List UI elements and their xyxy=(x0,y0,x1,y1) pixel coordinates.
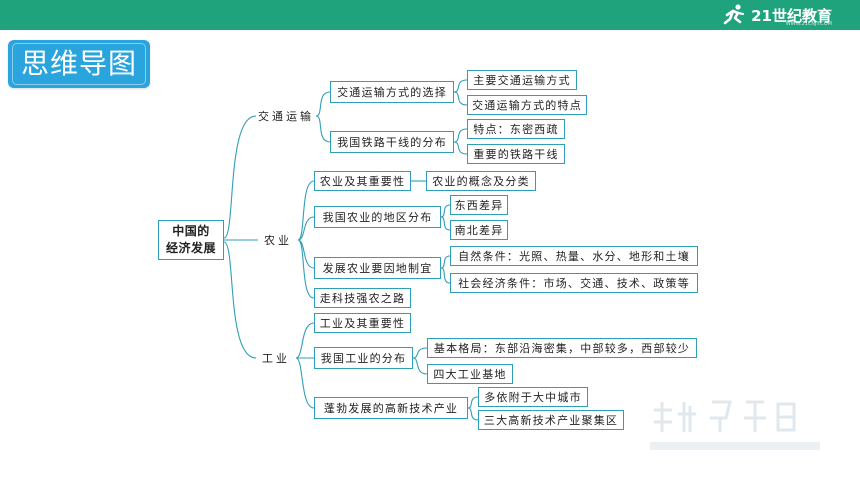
link-transport-bracket xyxy=(315,91,331,143)
node-railway-feature: 特点：东密西疏 xyxy=(467,119,565,139)
link-root-industry xyxy=(223,241,257,359)
node-agri-east-west: 东西差异 xyxy=(450,195,508,215)
node-ind-clusters: 三大高新技术产业聚集区 xyxy=(478,410,624,430)
node-agri-local: 发展农业要因地制宜 xyxy=(314,257,441,279)
node-mode-main: 主要交通运输方式 xyxy=(467,70,577,90)
node-agri-north-south: 南北差异 xyxy=(450,220,508,240)
link-agriculture-bracket xyxy=(297,180,315,299)
link-modechoice-bracket xyxy=(453,79,468,106)
node-railway-main: 重要的铁路干线 xyxy=(467,144,565,164)
node-agri-regions: 我国农业的地区分布 xyxy=(314,206,441,228)
node-agri-concept: 农业的概念及分类 xyxy=(426,171,536,191)
branch-industry: 工业 xyxy=(262,352,290,365)
link-industry-bracket xyxy=(295,322,315,409)
node-ind-pattern: 基本格局：东部沿海密集，中部较多，西部较少 xyxy=(427,338,697,358)
root-line2: 经济发展 xyxy=(165,241,216,255)
node-railway: 我国铁路干线的分布 xyxy=(330,131,454,153)
header-bar: 21世纪教育 WWW.21CNJY.COM xyxy=(0,0,860,30)
link-root-transport xyxy=(223,115,257,239)
branch-agriculture: 农业 xyxy=(264,234,292,247)
node-ind-four-bases: 四大工业基地 xyxy=(427,364,513,384)
link-hightech-bracket xyxy=(467,396,479,421)
brand-name: 21世纪教育 xyxy=(751,6,832,25)
brand-url: WWW.21CNJY.COM xyxy=(785,21,832,27)
node-ind-cities: 多依附于大中城市 xyxy=(478,387,588,407)
root-line1: 中国的 xyxy=(172,224,210,238)
runner-logo-icon xyxy=(723,4,745,25)
node-mode-features: 交通运输方式的特点 xyxy=(467,95,587,115)
root-node: 中国的 经济发展 xyxy=(158,220,224,260)
node-ind-hightech: 蓬勃发展的高新技术产业 xyxy=(314,397,468,419)
link-distribution-bracket xyxy=(412,347,428,375)
node-ind-importance: 工业及其重要性 xyxy=(314,313,411,333)
logo: 21世纪教育 WWW.21CNJY.COM xyxy=(721,3,832,27)
node-agri-social: 社会经济条件：市场、交通、技术、政策等 xyxy=(450,273,698,293)
node-mode-choice: 交通运输方式的选择 xyxy=(330,81,454,103)
branch-transport: 交通运输 xyxy=(258,110,314,123)
node-ind-distribution: 我国工业的分布 xyxy=(314,347,413,369)
page-title: 思维导图 xyxy=(8,40,150,88)
link-railway-bracket xyxy=(453,128,468,155)
node-agri-natural: 自然条件：光照、热量、水分、地形和土壤 xyxy=(450,246,698,266)
node-agri-science: 走科技强农之路 xyxy=(314,288,411,308)
link-local-bracket xyxy=(440,255,451,284)
node-agri-importance: 农业及其重要性 xyxy=(314,171,411,191)
link-regions-bracket xyxy=(440,204,451,231)
